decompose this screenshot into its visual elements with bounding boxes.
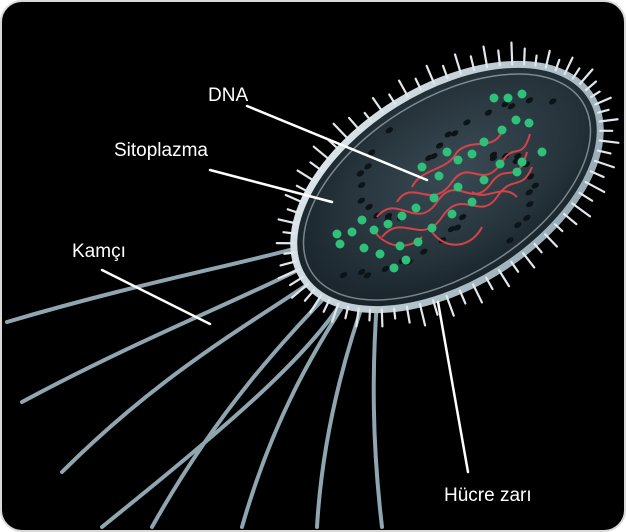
ribosome-dot	[518, 158, 527, 167]
membrane-spike	[471, 284, 483, 302]
membrane-spike	[545, 232, 557, 248]
ribosome-dot	[428, 224, 437, 233]
ribosome-dot	[398, 212, 407, 221]
ribosome-dot	[336, 240, 345, 249]
sitoplazma-label: Sitoplazma	[114, 141, 208, 160]
ribosome-dot	[525, 119, 534, 128]
ribosome-dot	[435, 172, 444, 181]
ribosome-dot	[402, 256, 411, 265]
hucre-zari-label: Hücre zarı	[444, 486, 532, 505]
ribosome-dot	[454, 156, 463, 165]
ribosome-dot	[430, 194, 439, 203]
ribosome-dot	[348, 228, 357, 237]
ribosome-dot	[358, 216, 367, 225]
ribosome-dot	[496, 160, 505, 169]
ribosome-dot	[468, 198, 477, 207]
membrane-spike	[290, 284, 309, 298]
ribosome-dot	[414, 238, 423, 247]
ribosome-dot	[538, 148, 547, 157]
ribosome-dot	[518, 90, 527, 99]
ribosome-dot	[333, 230, 342, 239]
ribosome-dot	[412, 204, 421, 213]
kamci-leader-line	[102, 270, 210, 324]
ribosome-dot	[480, 176, 489, 185]
membrane-spike	[373, 98, 383, 113]
ribosome-dot	[512, 116, 521, 125]
ribosome-dot	[468, 150, 477, 159]
dna-label: DNA	[208, 86, 248, 105]
hucre-zari-leader-line	[438, 302, 468, 472]
ribosome-dot	[448, 210, 457, 219]
ribosome-dot	[443, 148, 452, 157]
ribosome-dot	[384, 220, 393, 229]
ribosome-dot	[396, 242, 405, 251]
ribosome-dot	[390, 264, 399, 273]
membrane-spike	[290, 277, 303, 285]
membrane-spike	[523, 252, 534, 268]
membrane-spike	[349, 117, 359, 132]
membrane-spike	[499, 270, 509, 286]
ribosome-dot	[513, 168, 522, 177]
ribosome-dot	[498, 126, 507, 135]
ribosome-dot	[360, 244, 369, 253]
ribosome-dot	[504, 94, 513, 103]
kamci-label: Kamçı	[72, 242, 126, 261]
ribosome-dot	[454, 183, 463, 192]
ribosome-dot	[490, 94, 499, 103]
membrane-spike	[398, 81, 408, 97]
ribosome-dot	[480, 138, 489, 147]
ribosome-dot	[376, 250, 385, 259]
ribosome-dot	[418, 163, 427, 172]
ribosome-dot	[370, 226, 379, 235]
